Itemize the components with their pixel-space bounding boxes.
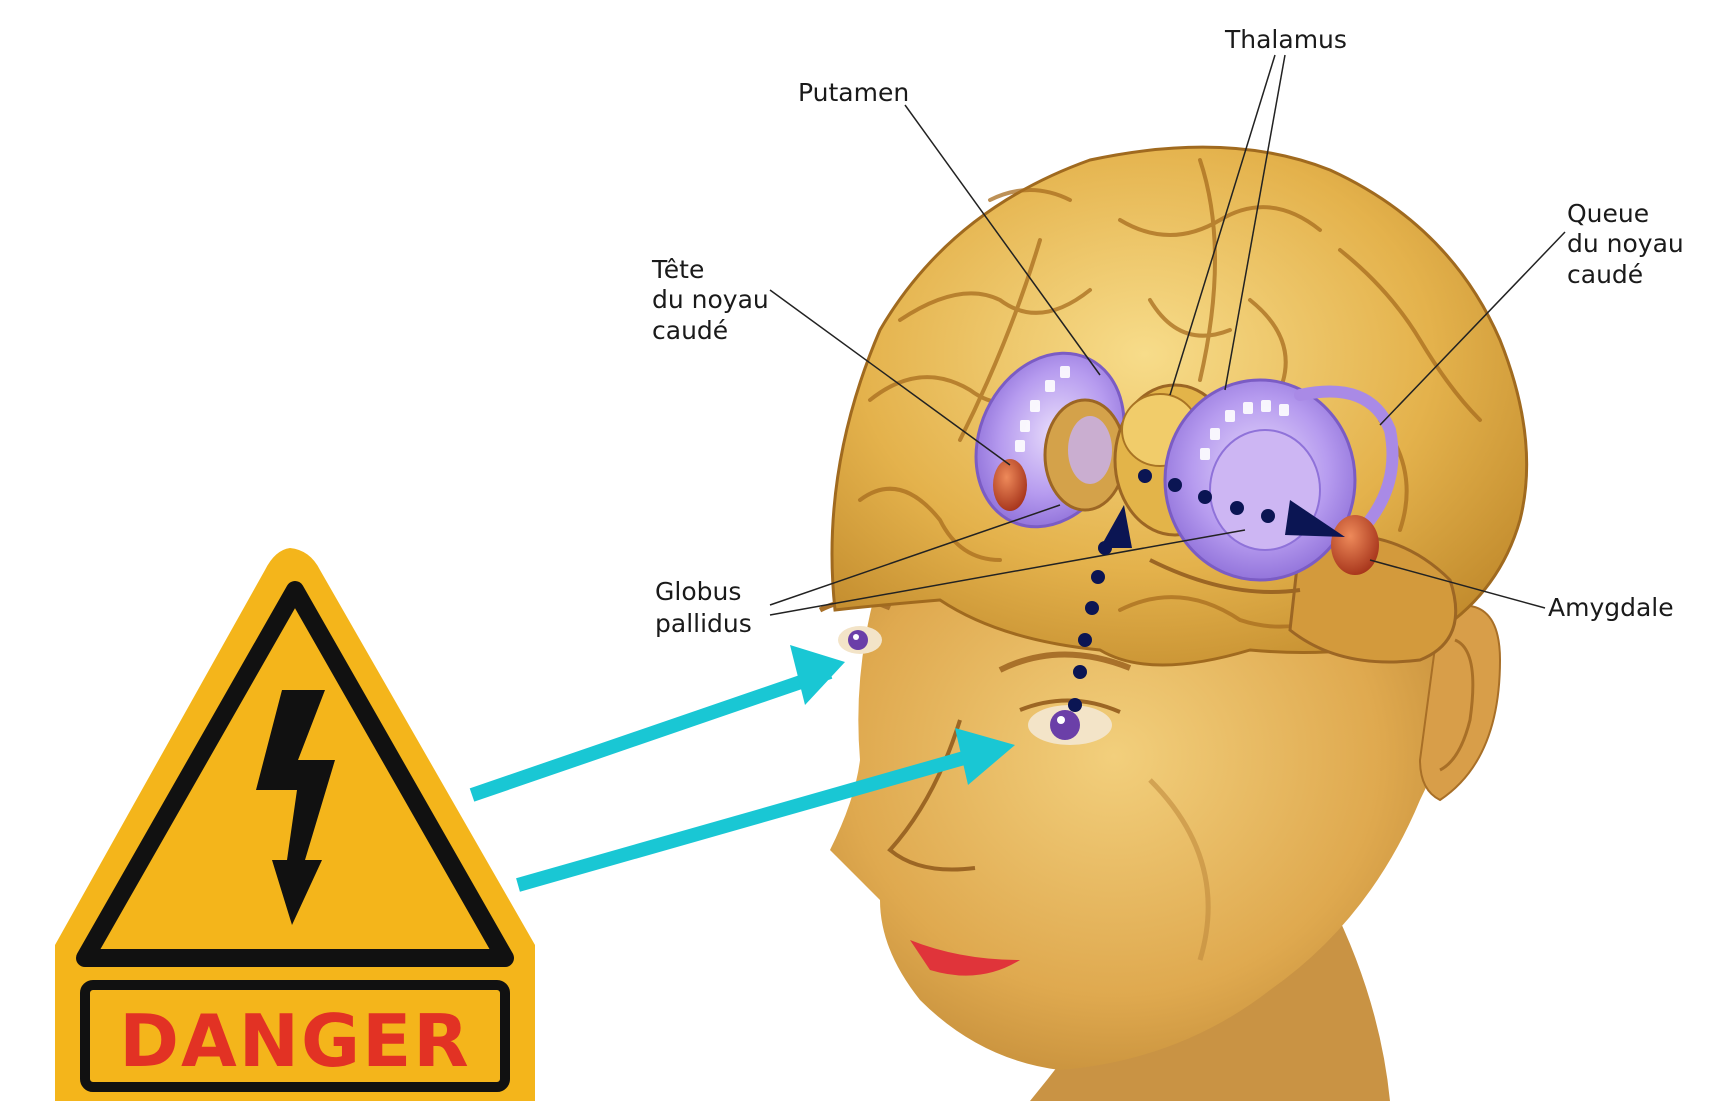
label-caudate-tail-line2: du noyau: [1567, 229, 1684, 258]
label-caudate-tail-line3: caudé: [1567, 260, 1643, 289]
label-putamen: Putamen: [798, 78, 909, 107]
label-amygdala: Amygdale: [1548, 593, 1674, 622]
label-caudate-head-line1: Tête: [651, 255, 704, 284]
amygdala-structure-front: [993, 459, 1027, 511]
danger-label: DANGER: [119, 999, 470, 1083]
danger-sign: DANGER: [55, 548, 535, 1101]
label-caudate-tail-line1: Queue: [1567, 199, 1649, 228]
label-caudate-head-line3: caudé: [652, 316, 728, 345]
label-caudate-head-line2: du noyau: [652, 285, 769, 314]
label-globus-line2: pallidus: [655, 609, 752, 638]
label-thalamus: Thalamus: [1224, 25, 1347, 54]
amygdala-structure: [1331, 515, 1379, 575]
cyan-arrow-upper: [472, 672, 830, 795]
label-globus-line1: Globus: [655, 577, 741, 606]
